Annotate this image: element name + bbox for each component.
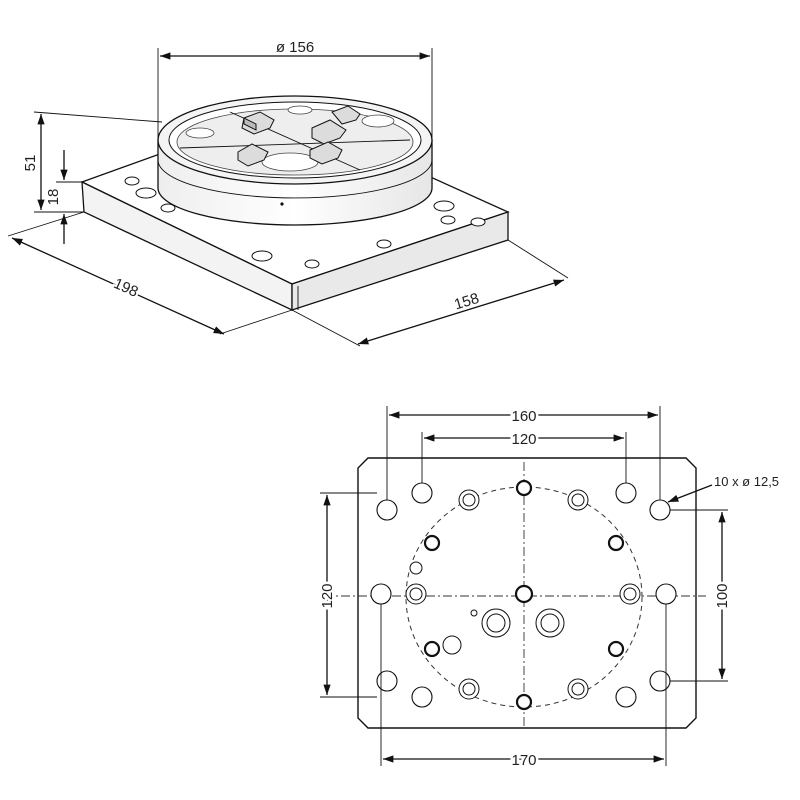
dim-width-label: 158 <box>452 290 481 314</box>
bolt-circle <box>405 486 643 708</box>
dim-diameter-label: ø 156 <box>276 39 314 56</box>
chuck-jaws <box>237 105 361 167</box>
dim-170-label: 170 <box>511 752 536 769</box>
hole-note-label: 10 x ø 12,5 <box>714 474 779 489</box>
dim-120-left-label: 120 <box>319 583 336 608</box>
plan-dimensions <box>320 406 728 766</box>
dim-height-base-label: 18 <box>45 189 62 206</box>
plan-view: 160 120 120 100 170 10 x ø 12,5 <box>317 406 780 772</box>
bolt-circle-holes <box>423 479 625 711</box>
dim-160-label: 160 <box>511 408 536 425</box>
base-plate-holes <box>124 176 486 269</box>
dim-height-total-label: 51 <box>22 155 39 172</box>
dim-120-top-label: 120 <box>511 431 536 448</box>
dim-100-right-label: 100 <box>714 583 731 608</box>
isometric-view: ø 156 51 18 198 158 <box>7 37 569 347</box>
iso-dimensions <box>7 48 569 347</box>
dim-length-label: 198 <box>111 275 141 301</box>
counterbored-holes <box>405 489 641 700</box>
